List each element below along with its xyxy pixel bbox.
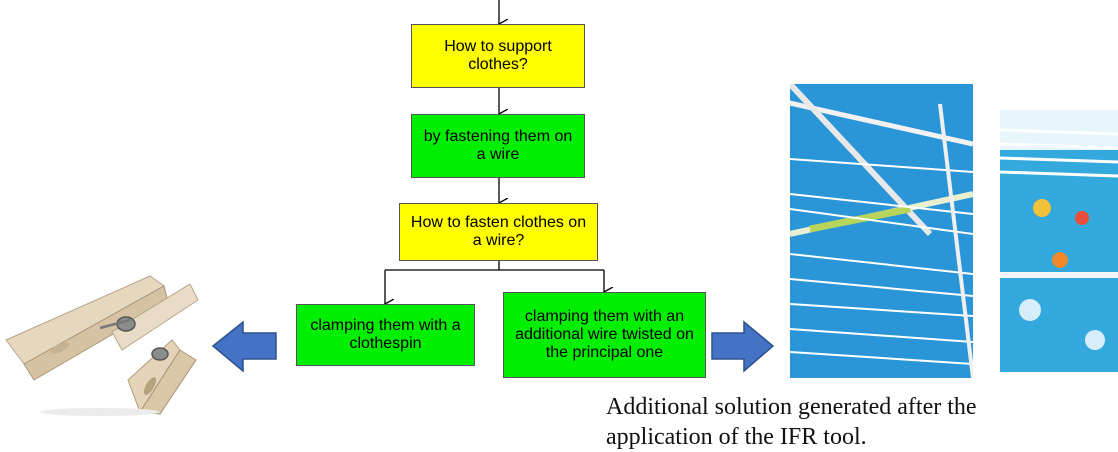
caption-line-1: Additional solution generated after the (606, 394, 977, 420)
block-arrow-left (211, 320, 277, 373)
solution-box-clothespin: clamping them with a clothespin (296, 304, 475, 366)
clothesline-wires-with-clothes-photo (1000, 110, 1118, 372)
caption-line-2: application of the IFR tool. (606, 424, 867, 450)
clothesline-wires-photo (790, 84, 973, 378)
clothespin-photo (0, 262, 210, 422)
question-box-fasten-clothes: How to fasten clothes on a wire? (399, 203, 598, 261)
figure-caption: Additional solution generated after the … (606, 392, 1106, 452)
answer-box-fastening-wire: by fastening them on a wire (411, 114, 585, 178)
block-arrow-right (711, 320, 775, 373)
solution-box-additional-wire: clamping them with an additional wire tw… (503, 292, 706, 378)
question-box-support-clothes: How to support clothes? (411, 24, 585, 88)
